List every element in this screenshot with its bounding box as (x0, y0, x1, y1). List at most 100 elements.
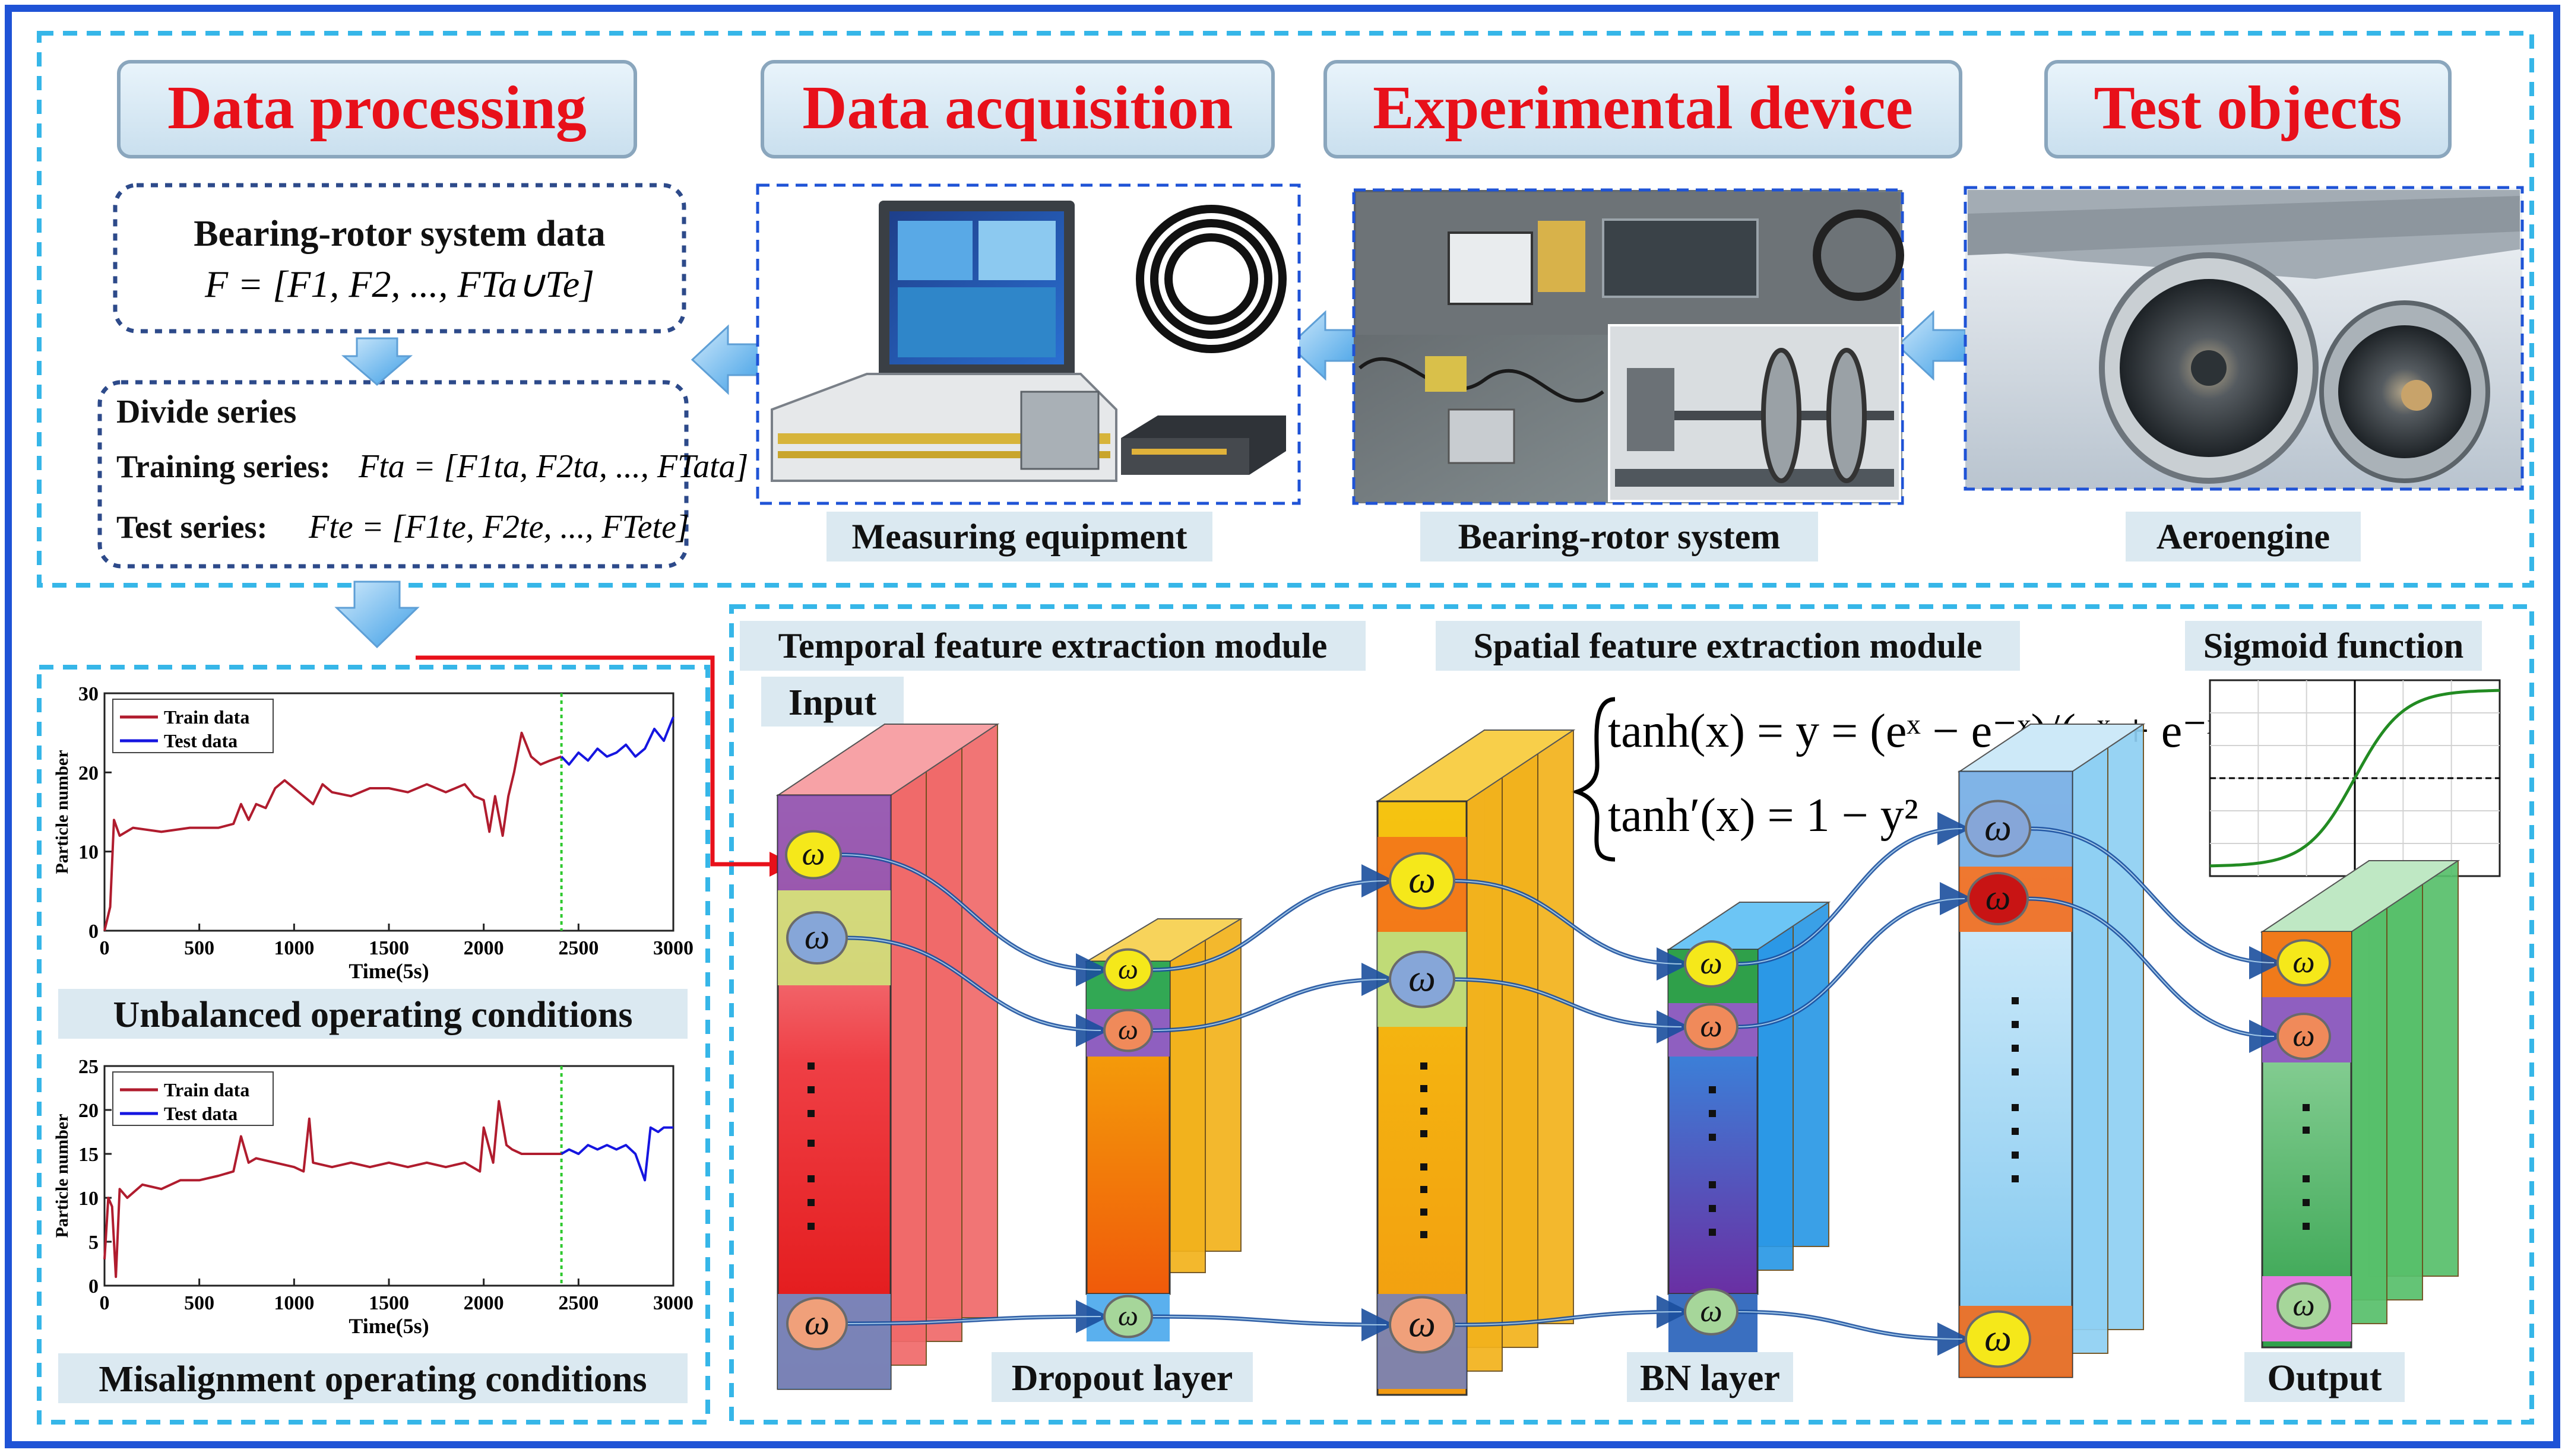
omega-node: ω (1103, 1295, 1153, 1338)
header-data-processing: Data processing (117, 60, 637, 158)
y-tick-label: 10 (78, 842, 99, 864)
omega-node: ω (1389, 852, 1455, 910)
output-layer (2260, 860, 2460, 1349)
x-tick-label: 3000 (653, 1292, 694, 1314)
node-connection-highlight (1737, 898, 1965, 1027)
sigmoid-label-text: Sigmoid function (2203, 626, 2463, 665)
y-tick-label: 20 (78, 762, 99, 784)
dropout-label: Dropout layer (992, 1352, 1253, 1402)
ellipsis-dot (1420, 1231, 1427, 1238)
header-test-objects: Test objects (2044, 60, 2452, 158)
x-tick-label: 500 (184, 1292, 214, 1314)
chart-panel-frame (37, 665, 710, 1425)
misalignment-caption: Misalignment operating conditions (58, 1353, 688, 1403)
outer-frame (5, 5, 2560, 1448)
node-connection-highlight (846, 1316, 1101, 1324)
sigmoid-curve (2209, 689, 2500, 868)
data-box-title: Bearing-rotor system data (194, 214, 605, 254)
misalignment-caption-text: Misalignment operating conditions (99, 1359, 647, 1400)
ellipsis-dot (1420, 1163, 1427, 1170)
node-connection-highlight (1454, 1311, 1682, 1325)
x-tick-label: 2500 (558, 937, 598, 959)
ellipsis-dot (808, 1110, 815, 1117)
tanh-formula-line2: tanh′(x) = 1 − y² (1608, 789, 1918, 842)
x-axis-label: Time(5s) (349, 959, 429, 983)
spatial-module-label: Spatial feature extraction module (1436, 621, 2020, 671)
ellipsis-dot (2012, 1175, 2019, 1182)
unbalanced-caption-text: Unbalanced operating conditions (113, 995, 632, 1035)
ellipsis-dot (2012, 1068, 2019, 1076)
x-tick-label: 2000 (464, 937, 504, 959)
ellipsis-dot (2303, 1127, 2310, 1134)
omega-node: ω (1389, 950, 1455, 1008)
node-connection-highlight (1454, 880, 1682, 965)
y-axis-label: Particle number (52, 1114, 72, 1238)
omega-node-circle (2276, 1013, 2331, 1060)
y-tick-label: 30 (78, 683, 99, 705)
caption-aeroengine-text: Aeroengine (2156, 517, 2330, 556)
omega-node-symbol: ω (1986, 878, 2010, 917)
caption-measuring-text: Measuring equipment (851, 517, 1187, 556)
omega-node: ω (1684, 1288, 1738, 1336)
ellipsis-dot (2012, 997, 2019, 1004)
y-tick-label: 0 (88, 1276, 99, 1298)
series-line-train (103, 1100, 562, 1279)
omega-node-symbol: ω (2292, 1288, 2314, 1322)
omega-node: ω (1103, 1008, 1153, 1052)
data-box-formula: F = [F1, F2, ..., FTa∪Te] (204, 263, 594, 305)
header-data-acquisition-text: Data acquisition (802, 74, 1233, 142)
omega-node-symbol: ω (1984, 1317, 2012, 1359)
divide-box-title: Divide series (116, 394, 296, 430)
node-connection-highlight (2027, 898, 2275, 1037)
sigmoid-label: Sigmoid function (2185, 621, 2482, 671)
omega-node: ω (786, 1297, 848, 1350)
ellipsis-dot (2303, 1223, 2310, 1230)
omega-node-symbol: ω (1408, 957, 1436, 1000)
output-label: Output (2244, 1352, 2405, 1402)
omega-node-circle (1389, 1296, 1455, 1354)
omega-node: ω (1684, 940, 1738, 988)
omega-node-symbol: ω (2292, 945, 2314, 979)
daq-laptop-icon (771, 201, 1117, 482)
ellipsis-dot (2012, 1152, 2019, 1159)
omega-node: ω (786, 911, 848, 965)
input-label-text: Input (788, 683, 877, 723)
temporal-module-label-text: Temporal feature extraction module (778, 626, 1328, 665)
omega-node-symbol: ω (1700, 1294, 1722, 1328)
legend-box (112, 699, 274, 753)
omega-node-circle (1103, 1008, 1153, 1052)
chart-to-input-connector (416, 655, 794, 877)
x-tick-label: 1500 (369, 937, 409, 959)
omega-node-symbol: ω (1118, 1014, 1138, 1045)
y-tick-label: 15 (78, 1144, 99, 1166)
ellipsis-dot (2012, 1045, 2019, 1052)
omega-node: ω (1965, 800, 2031, 858)
y-tick-label: 5 (88, 1232, 99, 1254)
omega-node-symbol: ω (1984, 806, 2012, 849)
test-series-formula: Fte = [F1te, F2te, ..., FTete] (308, 509, 689, 545)
legend-label: Train data (164, 1079, 249, 1100)
node-connection-highlight (2029, 828, 2275, 963)
y-axis-label: Particle number (52, 750, 72, 874)
omega-node-symbol: ω (1118, 1300, 1138, 1331)
omega-node-symbol: ω (805, 1303, 829, 1342)
ellipsis-dot (1420, 1062, 1427, 1070)
omega-node: ω (1967, 872, 2029, 925)
series-line-test (560, 1126, 673, 1182)
omega-node-symbol: ω (1700, 946, 1722, 981)
omega-node-symbol: ω (1700, 1009, 1722, 1043)
ellipsis-dot (1709, 1181, 1716, 1188)
y-tick-label: 10 (78, 1188, 99, 1210)
ellipsis-dot (1709, 1110, 1716, 1117)
omega-node-circle (1684, 940, 1738, 988)
ellipsis-dot (1709, 1205, 1716, 1212)
arrow-left-3 (1896, 310, 1966, 381)
ellipsis-dot (2303, 1104, 2310, 1111)
ellipsis-dot (1709, 1134, 1716, 1141)
bn-label-text: BN layer (1640, 1358, 1780, 1398)
